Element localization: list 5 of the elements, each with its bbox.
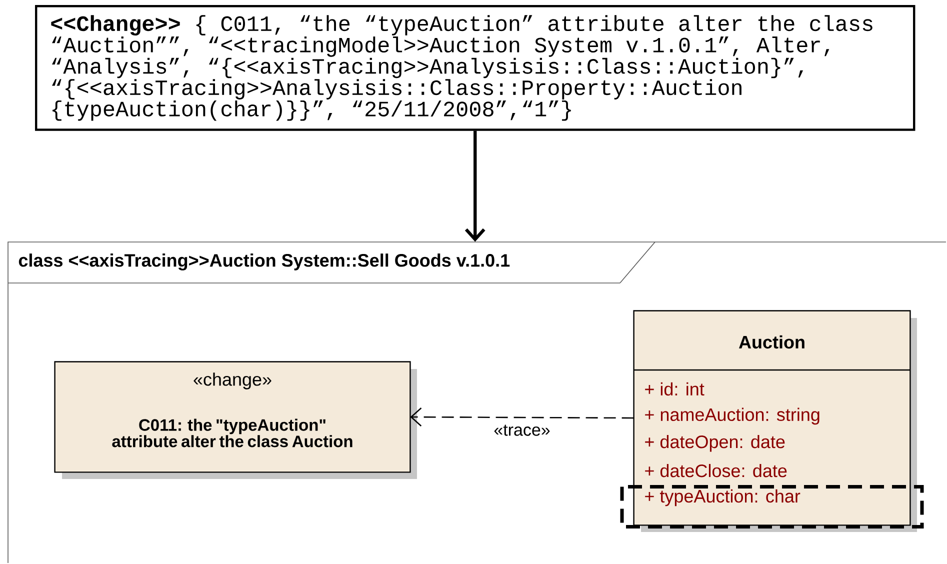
frame-title: class <<axisTracing>>Auction System::Sell Goods v.1.0.1 (18, 254, 510, 270)
edge-label: «trace» (494, 424, 550, 436)
arrow (410, 408, 634, 427)
note-box: <<Change>> { C011, “the “typeAuction” attribute alter the class “Auction””, “<<tracingModel>>Auction System v.1.0.1”, Alter, “Analysis”, “{<<axisTracing>>Analysisis::Class::Auction}”, “{<<axisTracing>>Analysisis::Class::Property::Auction {typeAuction(char)}}”, “25/11/2008”,“1”} (35, 5, 916, 131)
arrow (464, 130, 486, 242)
